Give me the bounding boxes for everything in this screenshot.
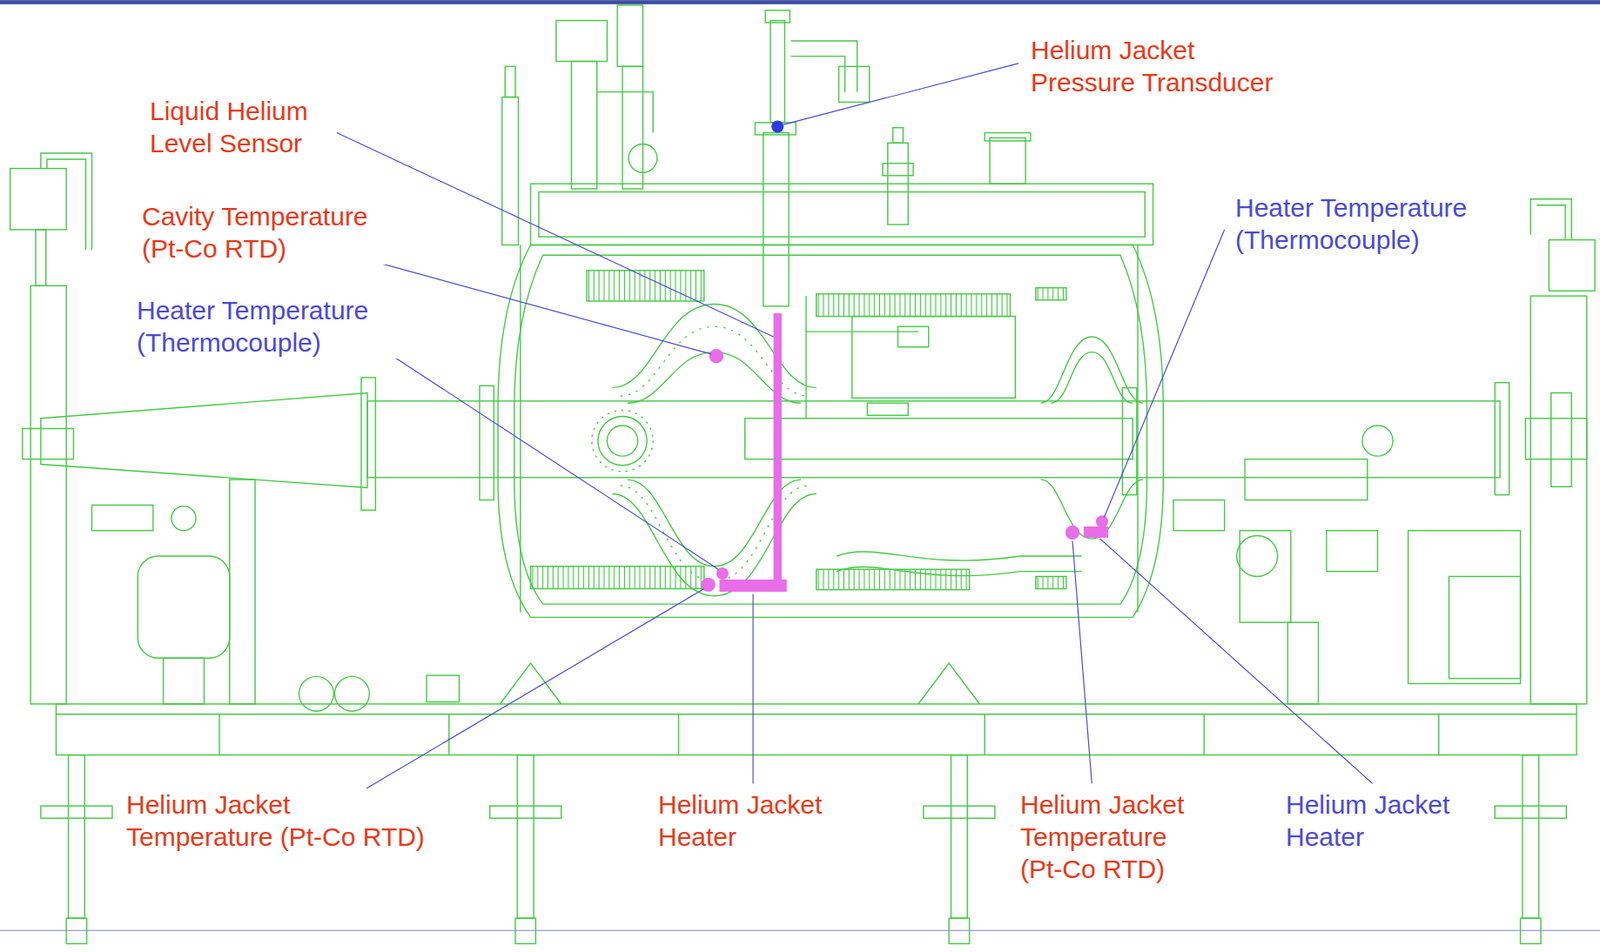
callout-label: Helium Jacket Temperature (Pt-Co RTD): [1018, 788, 1201, 886]
top-band: [0, 0, 1600, 5]
leader-lines: [306, 63, 1373, 807]
callout-label: Liquid Helium Level Sensor: [147, 94, 330, 160]
callout-label: Helium Jacket Temperature (Pt-Co RTD): [124, 788, 438, 854]
callout-label: Helium Jacket Heater: [656, 788, 839, 854]
sensor-marks: [700, 120, 1109, 592]
callout-label: Helium Jacket Heater: [1284, 788, 1466, 854]
outline-drawing: [10, 5, 1595, 944]
callout-label: Cavity Temperature (Pt-Co RTD): [140, 200, 410, 265]
callout-label: Heater Temperature (Thermocouple): [134, 294, 422, 359]
callout-label: Heater Temperature (Thermocouple): [1233, 191, 1520, 256]
ground-line: [0, 930, 1600, 932]
callout-label: Helium Jacket Pressure Transducer: [1028, 33, 1294, 99]
